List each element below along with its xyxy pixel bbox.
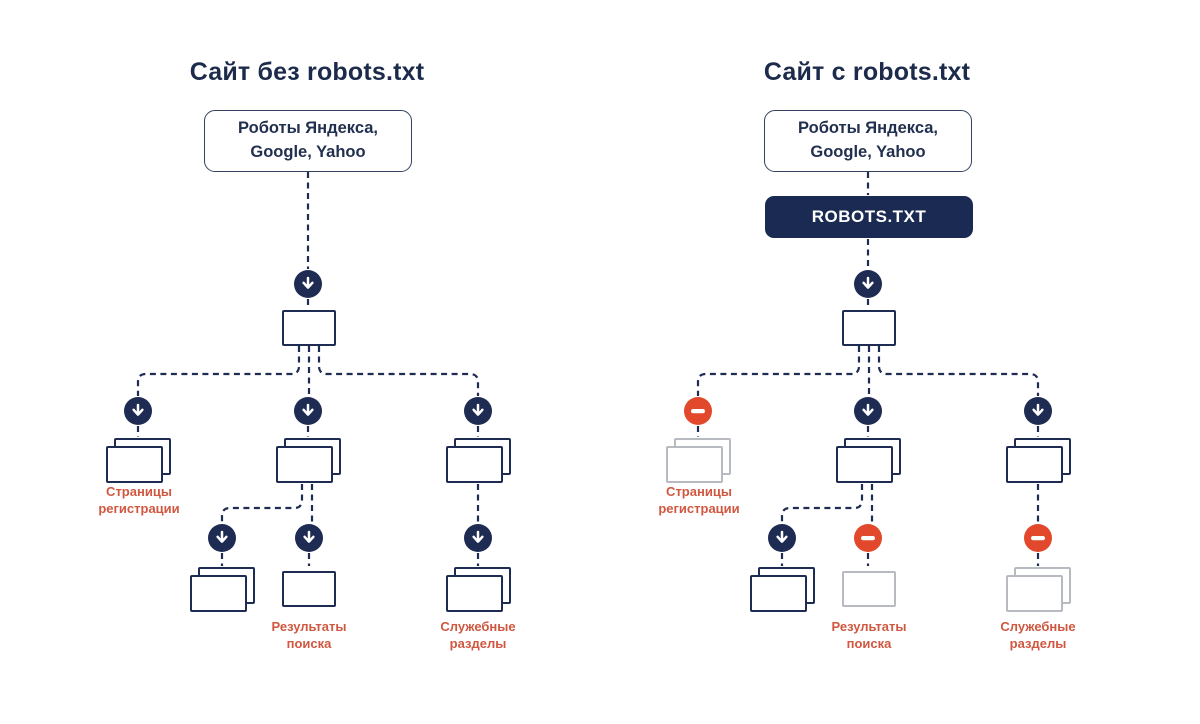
robots-txt-badge: ROBOTS.TXT <box>765 196 973 238</box>
pages-icon <box>190 567 255 612</box>
pages-icon <box>276 438 341 483</box>
pages-icon <box>446 438 511 483</box>
label-service-sections: Служебные разделы <box>440 619 516 652</box>
pages-icon <box>750 567 815 612</box>
label-search-results: Результаты поиска <box>831 619 907 652</box>
arrow-down-circle-icon <box>464 524 492 552</box>
arrow-down-circle-icon <box>294 397 322 425</box>
left-diagram-title: Сайт без robots.txt <box>189 58 425 86</box>
label-search-results: Результаты поиска <box>271 619 347 652</box>
pages-icon <box>106 438 171 483</box>
arrow-down-circle-icon <box>464 397 492 425</box>
label-registration-pages: Страницы регистрации <box>98 484 180 517</box>
site-root-node <box>842 310 896 346</box>
label-registration-pages: Страницы регистрации <box>658 484 740 517</box>
arrow-down-circle-icon <box>768 524 796 552</box>
no-entry-circle-icon <box>854 524 882 552</box>
arrow-down-circle-icon <box>124 397 152 425</box>
arrow-down-circle-icon <box>854 397 882 425</box>
arrow-down-circle-icon <box>1024 397 1052 425</box>
no-entry-circle-icon <box>1024 524 1052 552</box>
arrow-down-circle-icon <box>294 270 322 298</box>
pages-icon <box>836 438 901 483</box>
label-service-sections: Служебные разделы <box>1000 619 1076 652</box>
page-node-disabled <box>842 571 896 607</box>
right-diagram-title: Сайт с robots.txt <box>763 58 971 86</box>
pages-icon-disabled <box>1006 567 1071 612</box>
right-crawlers-box: Роботы Яндекса, Google, Yahoo <box>764 110 972 172</box>
arrow-down-circle-icon <box>295 524 323 552</box>
no-entry-circle-icon <box>684 397 712 425</box>
arrow-down-circle-icon <box>854 270 882 298</box>
pages-icon-disabled <box>666 438 731 483</box>
left-crawlers-box: Роботы Яндекса, Google, Yahoo <box>204 110 412 172</box>
pages-icon <box>1006 438 1071 483</box>
arrow-down-circle-icon <box>208 524 236 552</box>
pages-icon <box>446 567 511 612</box>
site-root-node <box>282 310 336 346</box>
page-node <box>282 571 336 607</box>
